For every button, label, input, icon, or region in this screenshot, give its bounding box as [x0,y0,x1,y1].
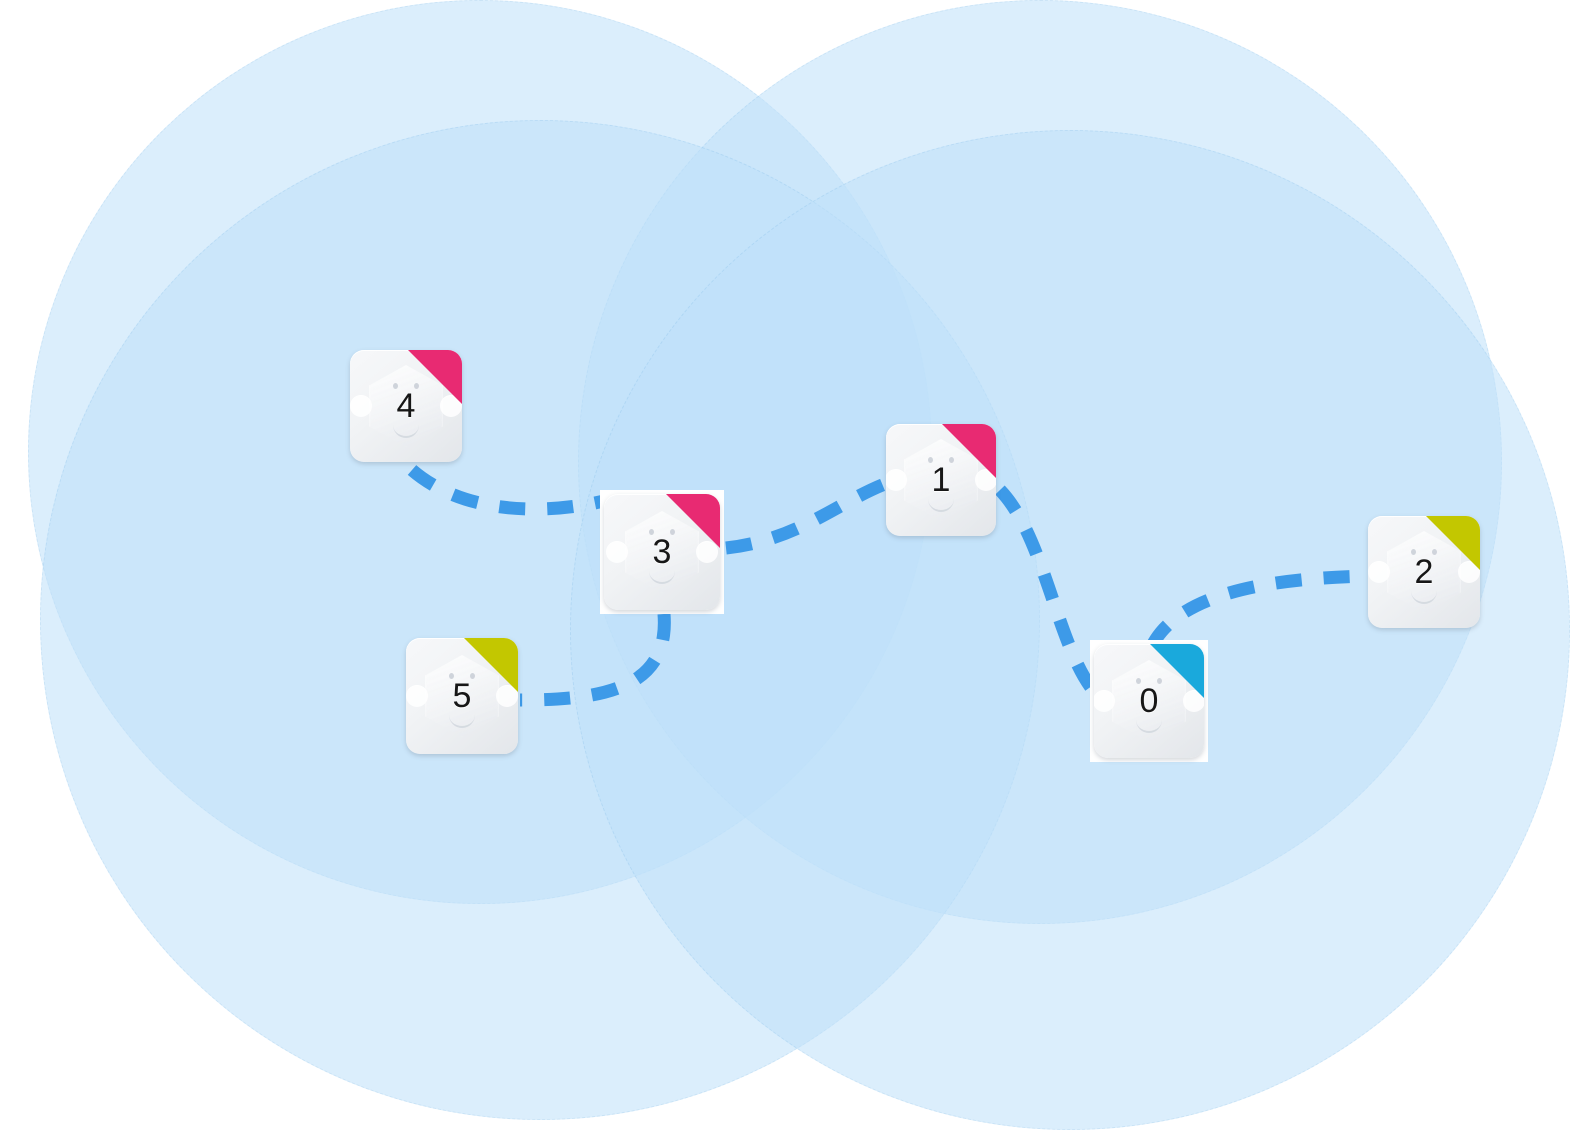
mouse-eye-right-icon [1432,549,1437,555]
mouse-ear-left-icon [1368,561,1390,583]
node-label: 5 [452,677,472,715]
mouse-ear-right-icon [975,469,996,491]
node-label: 4 [396,387,416,425]
mouse-ear-left-icon [350,395,372,417]
hexagon-mouse-icon [1112,660,1186,742]
node-glyph-group: 1 [886,435,996,525]
mouse-eye-left-icon [1411,549,1416,555]
node-1[interactable]: 1wb [882,420,1000,540]
node-2[interactable]: 2sb [1364,512,1484,632]
mouse-chin-icon [393,422,419,438]
node-5[interactable]: 5sb [402,634,522,758]
mouse-eye-left-icon [928,457,933,463]
mouse-ear-right-icon [496,685,518,707]
mouse-eye-right-icon [949,457,954,463]
node-label: 1 [931,461,951,499]
node-label: 0 [1139,682,1159,720]
hexagon-mouse-icon [1387,531,1461,613]
mouse-eye-right-icon [1157,678,1162,684]
mouse-chin-icon [928,496,954,512]
mouse-chin-icon [1136,717,1162,733]
node-card[interactable]: 5sb [406,638,518,754]
hexagon-mouse-icon [625,511,699,593]
node-card[interactable]: 3wb [604,494,720,610]
node-0[interactable]: 0gb [1090,640,1208,762]
mouse-eye-left-icon [649,529,654,535]
mouse-eye-left-icon [1136,678,1141,684]
mouse-ear-right-icon [1183,690,1204,712]
node-label: 2 [1414,553,1434,591]
mouse-ear-left-icon [886,469,907,491]
node-glyph-group: 2 [1368,527,1480,617]
node-card[interactable]: 2sb [1368,516,1480,628]
mouse-chin-icon [449,712,475,728]
node-glyph-group: 3 [606,507,718,597]
node-glyph-group: 4 [350,361,462,451]
mouse-ear-right-icon [1458,561,1480,583]
mouse-eye-left-icon [449,673,454,679]
node-glyph-group: 5 [406,651,518,741]
mouse-ear-left-icon [606,541,628,563]
mouse-chin-icon [1411,588,1437,604]
node-card[interactable]: 4wb [350,350,462,462]
mouse-ear-left-icon [406,685,428,707]
mouse-ear-left-icon [1094,690,1115,712]
node-card[interactable]: 1wb [886,424,996,536]
node-card[interactable]: 0gb [1094,644,1204,758]
node-3[interactable]: 3wb [600,490,724,614]
mouse-eye-right-icon [470,673,475,679]
node-4[interactable]: 4wb [346,346,466,466]
node-label: 3 [652,533,672,571]
mouse-eye-right-icon [414,383,419,389]
mouse-eye-right-icon [670,529,675,535]
hexagon-mouse-icon [425,655,499,737]
mouse-chin-icon [649,568,675,584]
mouse-ear-right-icon [696,541,718,563]
mouse-eye-left-icon [393,383,398,389]
mouse-ear-right-icon [440,395,462,417]
node-glyph-group: 0 [1094,656,1204,746]
